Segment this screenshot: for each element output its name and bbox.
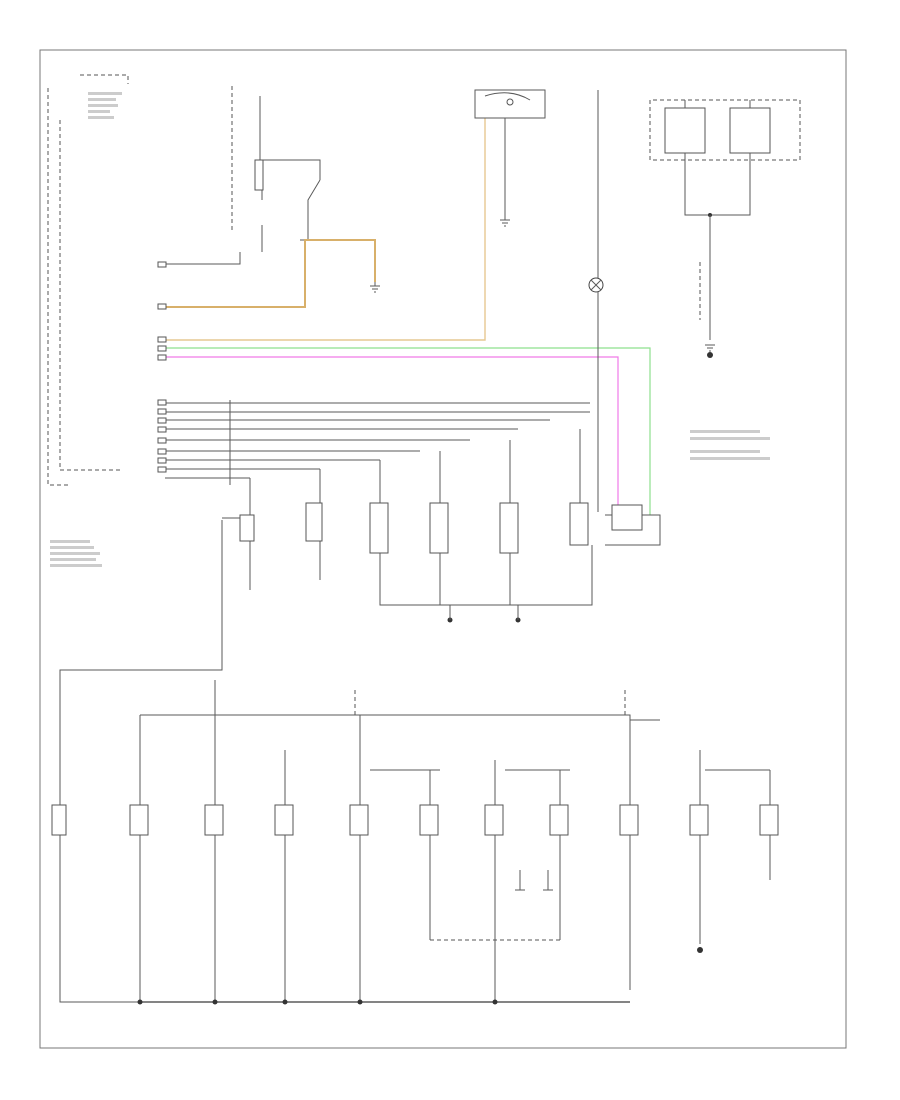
green-wire bbox=[165, 347, 651, 515]
headlamp-switch bbox=[474, 89, 546, 119]
switch-row-1 bbox=[222, 429, 661, 623]
pin-row bbox=[157, 408, 167, 415]
switch-cell bbox=[549, 770, 569, 940]
pin-rows bbox=[157, 252, 241, 473]
tan-wire-2 bbox=[165, 118, 486, 341]
pin-row bbox=[157, 466, 167, 473]
legend-notes bbox=[690, 430, 770, 460]
switch-cell bbox=[204, 715, 224, 1002]
pin-row bbox=[157, 345, 167, 352]
lower-power-feed bbox=[59, 520, 660, 1003]
pin-row bbox=[157, 437, 167, 444]
ground-symbol bbox=[370, 282, 380, 293]
magenta-wire bbox=[165, 356, 619, 515]
switch-cell bbox=[274, 750, 294, 1002]
pin-row bbox=[157, 336, 167, 343]
pin-row bbox=[157, 399, 167, 406]
tan-wire-1 bbox=[165, 239, 376, 308]
switch-cell bbox=[51, 760, 67, 880]
tan-wire-group bbox=[165, 118, 486, 341]
ground-symbol bbox=[500, 118, 510, 227]
switch-cell bbox=[129, 715, 149, 1002]
pin-row bbox=[157, 457, 167, 464]
switch-row-2 bbox=[51, 715, 779, 1002]
ignition-switch-area bbox=[231, 86, 321, 252]
diagram-border bbox=[39, 49, 847, 1049]
switch-cell bbox=[619, 720, 639, 990]
switch-cell bbox=[349, 715, 369, 1002]
switch-cell bbox=[759, 770, 779, 880]
body-control-module bbox=[47, 74, 129, 567]
signal-bus bbox=[165, 90, 599, 512]
switch-cell bbox=[484, 760, 504, 1002]
switch-cell bbox=[689, 750, 709, 940]
module-caption bbox=[50, 540, 102, 567]
switch-cell bbox=[419, 770, 439, 940]
ground-bus bbox=[137, 999, 630, 1005]
pin-row bbox=[157, 354, 167, 361]
module-label bbox=[88, 92, 122, 119]
indicator-lamp bbox=[588, 277, 604, 293]
pin-row bbox=[157, 303, 167, 310]
pin-row bbox=[157, 417, 167, 424]
pin-row bbox=[157, 252, 241, 268]
instrument-panel-switch-assembly bbox=[649, 99, 801, 358]
pin-row bbox=[157, 448, 167, 455]
pin-row bbox=[157, 426, 167, 433]
